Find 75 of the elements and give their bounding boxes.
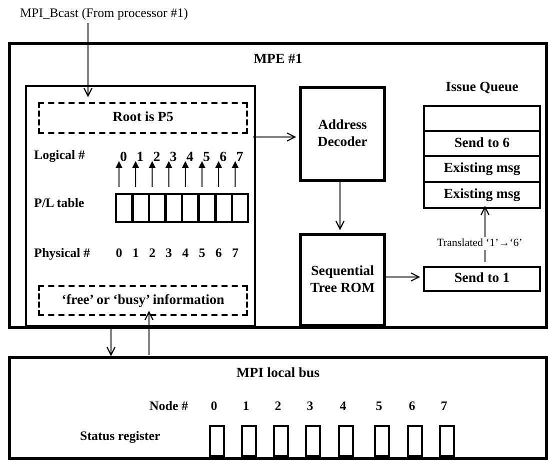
arrow	[335, 180, 345, 230]
mpe-block	[8, 42, 548, 329]
status-register-box	[241, 425, 257, 457]
row-label: Node #	[149, 398, 188, 414]
table-cell	[148, 193, 166, 223]
issue-queue	[423, 79, 541, 209]
source-label: MPI_Bcast (From processor #1)	[20, 4, 230, 22]
arrow	[182, 161, 189, 188]
number-label: 5	[198, 245, 206, 261]
table-cell	[231, 193, 250, 223]
table-cell	[198, 193, 216, 223]
number-label: 2	[274, 398, 282, 414]
number-label: 0	[116, 150, 131, 166]
number-label: 2	[149, 150, 164, 166]
number-label: 1	[242, 398, 250, 414]
row-label: P/L table	[34, 195, 84, 211]
edge-label: Translated ‘1’→‘6’	[437, 237, 522, 250]
status-register-box	[374, 425, 390, 457]
table-block	[25, 85, 256, 327]
number-label: 5	[374, 398, 384, 414]
row-label: Physical #	[34, 245, 90, 261]
block-title: Issue Queue	[444, 79, 520, 96]
arrow	[252, 132, 296, 142]
status-register-box	[407, 425, 423, 457]
number-label: 5	[199, 150, 214, 166]
dashed-box: ‘free’ or ‘busy’ information	[38, 285, 248, 316]
number-label: 4	[182, 150, 198, 166]
number-label: 3	[164, 245, 174, 261]
queue-slot: Send to 6	[423, 130, 541, 157]
number-label: 4	[181, 245, 190, 261]
arrow	[132, 161, 140, 188]
arrow	[215, 161, 222, 188]
arrow	[116, 161, 122, 188]
block-title: MPI local bus	[235, 365, 321, 382]
status-register-box	[209, 425, 225, 457]
number-label: 1	[132, 150, 148, 166]
queue-slot: Existing msg	[423, 181, 541, 209]
table-cell	[115, 193, 133, 223]
number-label: 7	[232, 150, 248, 166]
number-label: 6	[214, 245, 223, 261]
table-cell	[132, 193, 150, 223]
number-label: 0	[114, 245, 124, 261]
block-title: MPE #1	[252, 51, 304, 68]
message-box: Send to 1	[423, 266, 541, 292]
number-label: 0	[210, 398, 218, 414]
arrow	[83, 22, 93, 97]
row-label: Logical #	[34, 147, 85, 163]
arrow	[144, 311, 154, 356]
decoder-box: Address Decoder	[299, 86, 386, 182]
arrow	[148, 161, 156, 188]
arrow	[165, 161, 172, 188]
row-label: Status register	[80, 428, 160, 444]
table-cell	[214, 193, 233, 223]
status-register-box	[439, 425, 455, 457]
dashed-box: Root is P5	[38, 102, 248, 134]
queue-slot: Existing msg	[423, 155, 541, 183]
status-register-box	[273, 425, 289, 457]
number-label: 6	[408, 398, 416, 414]
number-label: 1	[131, 245, 140, 261]
arrow	[198, 161, 206, 188]
number-label: 7	[440, 398, 448, 414]
table-cell	[164, 193, 183, 223]
rom-box: Sequential Tree ROM	[299, 233, 386, 327]
number-label: 3	[166, 150, 181, 166]
number-label: 2	[148, 245, 156, 261]
queue-slot	[423, 105, 541, 132]
arrow	[232, 161, 239, 188]
number-label: 3	[306, 398, 314, 414]
status-register-box	[305, 425, 321, 457]
number-label: 6	[216, 150, 231, 166]
table-cell	[181, 193, 200, 223]
number-label: 7	[230, 245, 240, 261]
status-register-box	[338, 425, 354, 457]
bus-block	[8, 356, 548, 460]
number-label: 4	[338, 398, 348, 414]
